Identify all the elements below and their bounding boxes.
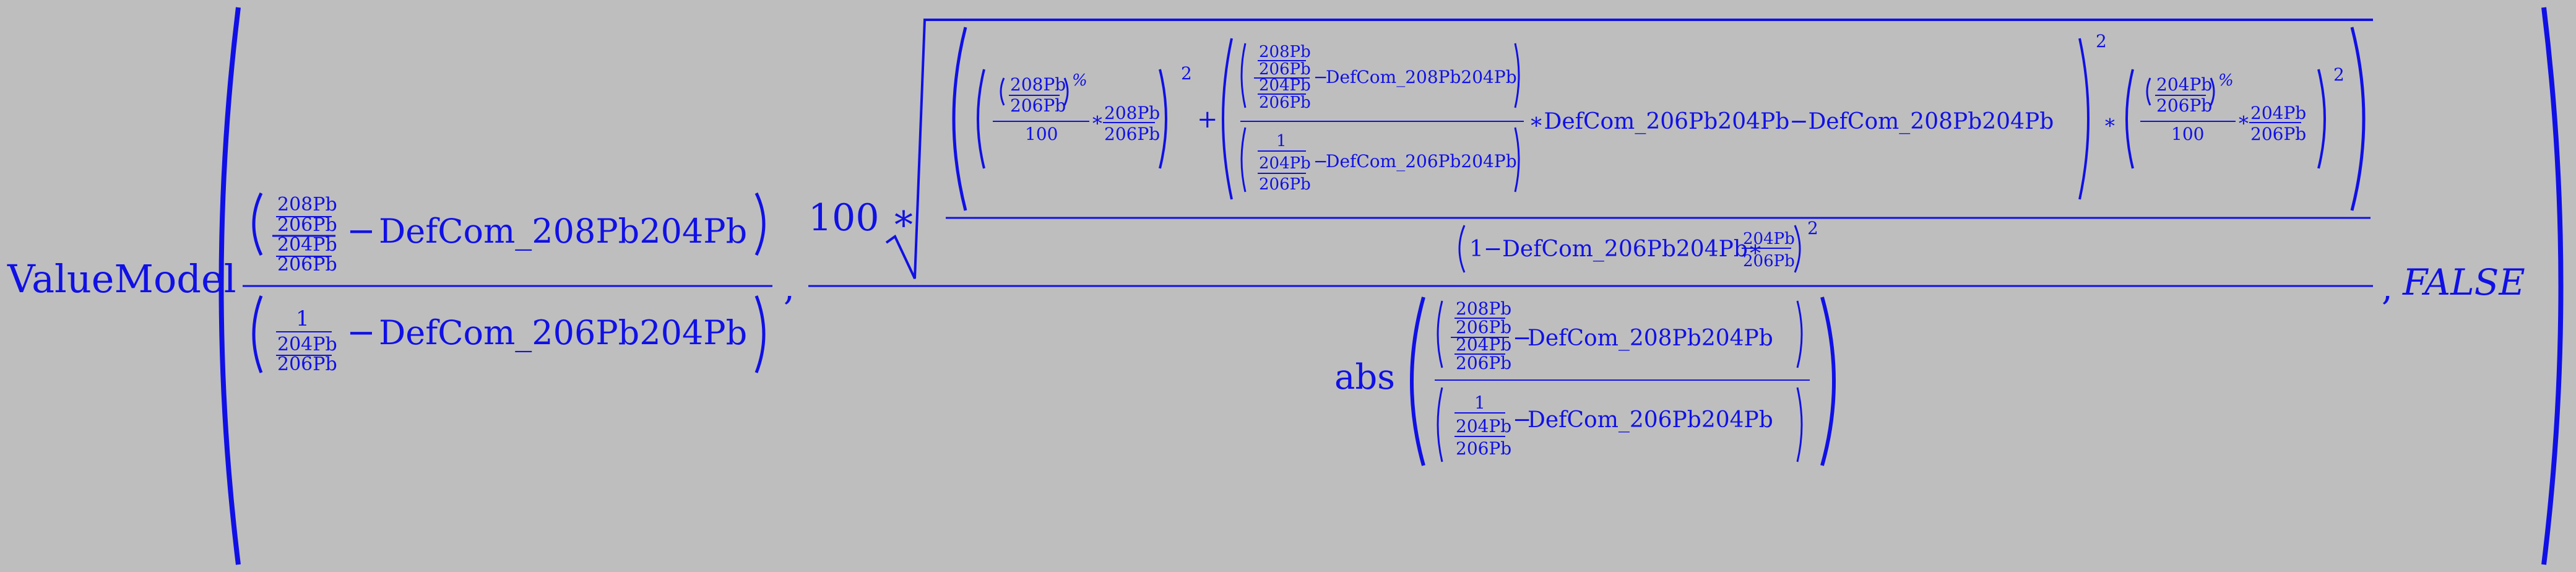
- paren: [754, 192, 766, 256]
- radical-sign: [885, 19, 2373, 279]
- iso-label: 206Pb: [2156, 95, 2212, 116]
- paren: [1437, 300, 1443, 368]
- number: 100: [2171, 124, 2204, 144]
- iso-label: 208Pb: [1456, 298, 1511, 319]
- operator: +: [1197, 105, 1218, 134]
- paren: [1063, 77, 1069, 106]
- operator: ∗: [2237, 108, 2250, 131]
- paren: [977, 69, 985, 169]
- iso-label: 206Pb: [1259, 93, 1311, 112]
- operator: −: [347, 313, 376, 353]
- iso-label: 208Pb: [1010, 74, 1066, 95]
- iso-label: 206Pb: [1259, 175, 1311, 194]
- exponent: 2: [1181, 63, 1192, 84]
- correction-term: DefCom_206Pb204Pb: [379, 313, 747, 352]
- iso-label: 204Pb: [1456, 416, 1511, 436]
- correction-term: DefCom_208Pb204Pb: [379, 212, 747, 251]
- iso-label: 204Pb: [1456, 334, 1511, 355]
- paren: [1514, 127, 1520, 193]
- paren: [1240, 43, 1247, 108]
- exponent: 2: [2333, 64, 2345, 85]
- correction-term: DefCom_206Pb204Pb: [1326, 151, 1517, 171]
- paren: [1514, 43, 1520, 108]
- function-name: ValueModel: [7, 256, 236, 301]
- iso-label: 206Pb: [1743, 252, 1795, 271]
- correction-term: 1−DefCom_206Pb204Pb∗: [1469, 236, 1763, 262]
- paren: [1240, 127, 1247, 193]
- coefficient: 100 ∗: [808, 196, 916, 240]
- paren: [2146, 77, 2151, 106]
- iso-label: 204Pb: [2250, 103, 2306, 123]
- paren: [1437, 387, 1443, 462]
- outer-right-paren: [2541, 7, 2564, 565]
- iso-label: 206Pb: [1010, 95, 1066, 116]
- iso-label: 206Pb: [277, 254, 337, 275]
- paren: [1796, 387, 1803, 462]
- iso-label: 206Pb: [2250, 124, 2306, 144]
- paren: [2125, 69, 2134, 169]
- boolean-value: FALSE: [2402, 261, 2525, 303]
- paren: [1794, 225, 1801, 273]
- paren: [1000, 77, 1005, 106]
- number: 1: [1276, 132, 1287, 150]
- paren: [252, 295, 263, 373]
- operator: −: [1313, 67, 1328, 87]
- iso-label: 206Pb: [1456, 353, 1511, 373]
- exponent: 2: [2096, 31, 2107, 51]
- iso-label: 204Pb: [2156, 74, 2212, 95]
- paren: [1820, 297, 1836, 466]
- operator: −: [347, 211, 376, 251]
- operator: −: [1513, 326, 1531, 351]
- paren: [1222, 38, 1233, 200]
- comma: ,: [784, 268, 795, 308]
- paren: [1458, 225, 1466, 273]
- iso-label: 204Pb: [1743, 230, 1795, 248]
- iso-label: 206Pb: [1104, 124, 1160, 144]
- number: 1: [1474, 392, 1485, 413]
- iso-label: 206Pb: [277, 214, 337, 236]
- iso-label: 208Pb: [1259, 43, 1311, 61]
- correction-term: ∗DefCom_206Pb204Pb−DefCom_208Pb204Pb: [1529, 109, 2054, 134]
- correction-term: DefCom_208Pb204Pb: [1528, 326, 1773, 351]
- paren: [2317, 69, 2326, 169]
- paren: [252, 192, 263, 256]
- paren: [952, 27, 967, 211]
- number: 1: [296, 306, 309, 331]
- operator: −: [1313, 151, 1328, 171]
- correction-term: DefCom_208Pb204Pb: [1326, 67, 1517, 87]
- paren: [2078, 38, 2090, 200]
- iso-label: 204Pb: [277, 334, 337, 355]
- iso-label: 204Pb: [1259, 76, 1311, 95]
- paren: [1796, 300, 1803, 368]
- comma: ,: [2382, 268, 2393, 308]
- iso-label: 206Pb: [277, 353, 337, 375]
- number: 100: [1025, 124, 1058, 144]
- operator: ∗: [1091, 108, 1104, 131]
- percent-sign: %: [1072, 71, 1087, 90]
- outer-left-paren: [218, 7, 241, 565]
- operator: −: [1513, 407, 1531, 433]
- iso-label: 204Pb: [277, 234, 337, 256]
- iso-label: 206Pb: [1456, 317, 1511, 337]
- exponent: 2: [1807, 218, 1818, 238]
- function-name: abs: [1334, 357, 1395, 397]
- paren: [754, 295, 766, 373]
- iso-label: 206Pb: [1456, 438, 1511, 459]
- iso-label: 206Pb: [1259, 60, 1311, 79]
- percent-sign: %: [2218, 71, 2234, 90]
- iso-label: 204Pb: [1259, 154, 1311, 173]
- iso-label: 208Pb: [277, 194, 337, 215]
- paren: [2210, 77, 2215, 106]
- operator: ∗: [2103, 110, 2117, 134]
- paren: [1159, 69, 1167, 169]
- iso-label: 208Pb: [1104, 103, 1160, 123]
- paren: [2350, 27, 2366, 211]
- paren: [1410, 297, 1425, 466]
- correction-term: DefCom_206Pb204Pb: [1528, 407, 1773, 433]
